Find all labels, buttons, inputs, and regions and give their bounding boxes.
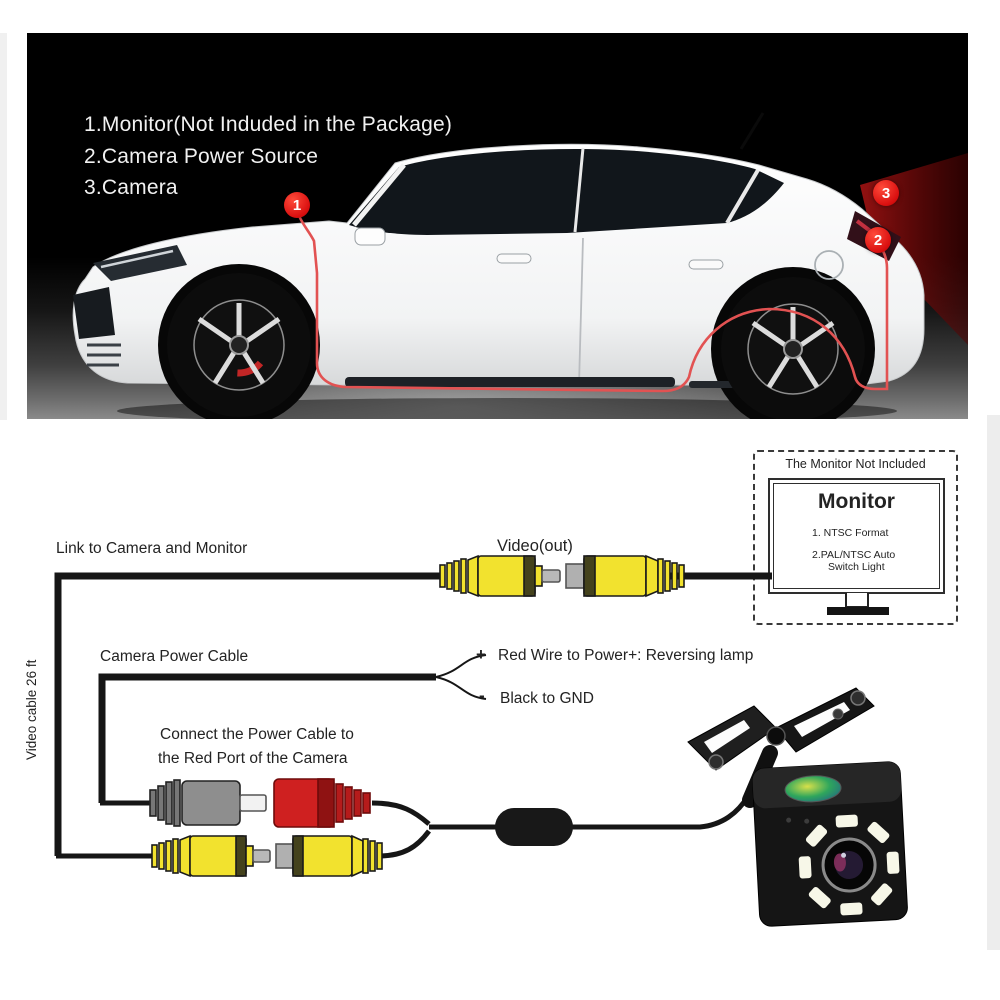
yellow-jack-cable <box>377 829 431 859</box>
car-illustration <box>72 112 968 419</box>
monitor-title: Monitor <box>818 490 895 513</box>
bumper-vents <box>87 343 121 367</box>
badge-2-power-source: 2 <box>865 227 891 253</box>
red-jack-cable <box>371 800 431 826</box>
camera-cable <box>429 794 751 830</box>
cables <box>54 572 772 859</box>
rca-male-plug-2-icon <box>151 834 271 878</box>
rca-female-jack-icon <box>565 554 685 598</box>
fuel-cap <box>814 250 844 280</box>
monitor-stand-base <box>827 607 889 615</box>
dc-power-jack-red-icon <box>273 778 371 828</box>
c-pillar <box>725 168 760 225</box>
front-door-handle <box>496 253 532 264</box>
caption-line-1: 1.Monitor(Not Induded in the Package) <box>84 113 453 136</box>
red-wire-label: Red Wire to Power+: Reversing lamp <box>498 647 754 664</box>
badge-3-camera: 3 <box>873 180 899 206</box>
logo-sticker <box>784 775 842 803</box>
rear-wheel <box>721 277 865 419</box>
led-icon <box>886 851 900 874</box>
bracket-bolt <box>832 708 844 720</box>
rear-door-handle <box>688 259 724 270</box>
right-edge-strip <box>987 415 1000 950</box>
bracket-stem <box>742 745 778 808</box>
video-link-cable <box>54 572 442 856</box>
windows-glass <box>349 148 784 235</box>
a-pillar <box>352 163 406 227</box>
car-shadow <box>117 398 897 419</box>
mounting-bracket-icon <box>687 687 875 771</box>
car-photo: 1.Monitor(Not Induded in the Package) 2.… <box>27 33 968 419</box>
caption-line-2: 2.Camera Power Source <box>84 144 319 168</box>
front-grille <box>73 287 115 339</box>
camera-body <box>752 761 908 927</box>
monitor-item-pal-line1: 2.PAL/NTSC Auto <box>812 549 896 561</box>
ferrite-filter-icon <box>495 808 573 846</box>
led-icon <box>867 821 890 844</box>
monitor-item-pal-line2: Switch Light <box>828 561 885 573</box>
led-icon <box>798 856 812 879</box>
left-edge-strip <box>0 33 7 420</box>
connect-note-line2: the Red Port of the Camera <box>158 750 348 767</box>
led-icon <box>871 883 893 906</box>
monitor-note-label: The Monitor Not Included <box>785 457 926 471</box>
rocker-trim <box>345 377 675 387</box>
link-to-camera-label: Link to Camera and Monitor <box>56 540 248 557</box>
dc-power-plug-icon <box>149 779 267 827</box>
black-gnd-label: Black to GND <box>500 690 594 707</box>
camera-lens-icon <box>821 837 877 893</box>
antenna <box>739 112 765 150</box>
connect-note-line1: Connect the Power Cable to <box>160 726 354 743</box>
led-icon <box>835 814 858 828</box>
brake-caliper <box>207 313 271 377</box>
cable-route-line <box>295 210 889 393</box>
rca-female-jack-2-icon <box>275 834 383 878</box>
monitor-screen-inner-border <box>773 483 940 589</box>
bracket-screw <box>850 690 866 706</box>
photo-caption: 1.Monitor(Not Induded in the Package) 2.… <box>84 109 452 204</box>
door-seam <box>578 237 584 386</box>
camera-illustration <box>687 687 908 927</box>
front-wheel <box>167 273 311 417</box>
monitor-stand-neck <box>845 593 869 608</box>
led-icon <box>840 902 863 916</box>
led-ring <box>798 814 900 916</box>
side-mirror <box>354 227 386 246</box>
monitor-illustration <box>768 478 945 594</box>
minus-sign: - <box>479 686 485 705</box>
plus-sign: + <box>476 645 486 664</box>
led-icon <box>805 824 828 847</box>
video-cable-length-label: Video cable 26 ft <box>24 659 39 761</box>
bracket-screw <box>708 754 724 770</box>
video-out-label: Video(out) <box>497 537 573 555</box>
camera-power-cable-label: Camera Power Cable <box>100 648 249 665</box>
caption-line-3: 3.Camera <box>84 176 178 199</box>
b-pillar <box>573 147 585 233</box>
monitor-item-ntsc: 1. NTSC Format <box>812 527 889 539</box>
headlight-streak <box>100 249 174 269</box>
badge-1-monitor: 1 <box>284 192 310 218</box>
led-icon <box>808 887 831 909</box>
rca-male-plug-icon <box>439 554 561 598</box>
